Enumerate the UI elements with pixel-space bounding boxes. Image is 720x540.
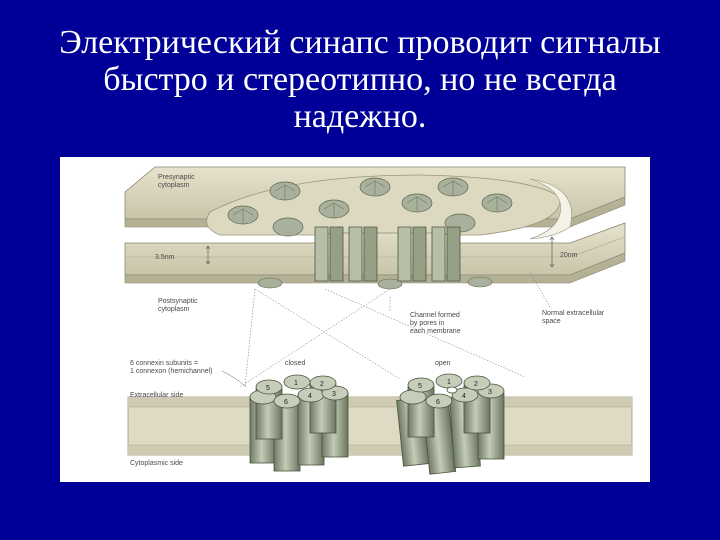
synaptic-vesicles	[227, 177, 513, 237]
open-subunit-5: 5	[418, 383, 422, 390]
label-connexin-1: 6 connexin subunits =	[130, 360, 198, 367]
title-line-3: надежно.	[293, 98, 427, 135]
label-channel-2: by pores in	[410, 320, 444, 327]
label-closed: closed	[285, 360, 305, 367]
closed-subunit-6: 6	[284, 399, 288, 406]
label-channel-1: Channel formed	[410, 312, 460, 319]
label-extracellular-side: Extracellular side	[130, 392, 183, 399]
label-normal-space-width: 20nm	[560, 252, 578, 259]
label-normal-space-2: space	[542, 318, 561, 325]
label-gap-width: 3.5nm	[155, 254, 175, 261]
label-presynaptic-2: cytoplasm	[158, 182, 190, 189]
label-channel-3: each membrane	[410, 328, 461, 335]
title-line-1: Электрический синапс проводит сигналы	[59, 24, 661, 61]
closed-subunit-2: 2	[320, 381, 324, 388]
label-cytoplasmic-side: Cytoplasmic side	[130, 460, 183, 467]
gap-junction-channels	[314, 226, 461, 282]
connexon-open	[396, 373, 505, 475]
label-open: open	[435, 360, 451, 367]
gap-width-marker	[205, 245, 211, 265]
slide-title: Электрический синапс проводит сигналы бы…	[10, 24, 710, 135]
label-postsynaptic-1: Postsynaptic	[158, 298, 198, 305]
gap-junction-illustration: Presynaptic cytoplasm 3.5nm 20nm Postsyn…	[60, 157, 650, 482]
open-subunit-4: 4	[462, 393, 466, 400]
label-presynaptic-1: Presynaptic	[158, 174, 195, 181]
open-subunit-3: 3	[488, 389, 492, 396]
label-connexin-2: 1 connexon (hemichannel)	[130, 368, 213, 375]
connexin-leader	[221, 370, 247, 388]
normal-space-marker	[549, 236, 555, 268]
closed-subunit-numbers: 1 2 3 4 5 6	[266, 380, 336, 406]
open-subunit-6: 6	[436, 399, 440, 406]
title-line-2: быстро и стереотипно, но не всегда	[103, 61, 617, 98]
lower-membrane	[127, 396, 633, 456]
connexon-closed	[249, 374, 349, 472]
open-subunit-numbers: 1 2 3 4 5 6	[418, 379, 492, 406]
closed-subunit-5: 5	[266, 385, 270, 392]
gap-junction-diagram: Presynaptic cytoplasm 3.5nm 20nm Postsyn…	[124, 166, 633, 475]
open-subunit-1: 1	[447, 379, 451, 386]
open-subunit-2: 2	[474, 381, 478, 388]
leader-lines	[239, 271, 551, 388]
closed-subunit-1: 1	[294, 380, 298, 387]
label-postsynaptic-2: cytoplasm	[158, 306, 190, 313]
closed-subunit-3: 3	[332, 391, 336, 398]
label-normal-space-1: Normal extracellular	[542, 310, 605, 317]
closed-subunit-4: 4	[308, 393, 312, 400]
